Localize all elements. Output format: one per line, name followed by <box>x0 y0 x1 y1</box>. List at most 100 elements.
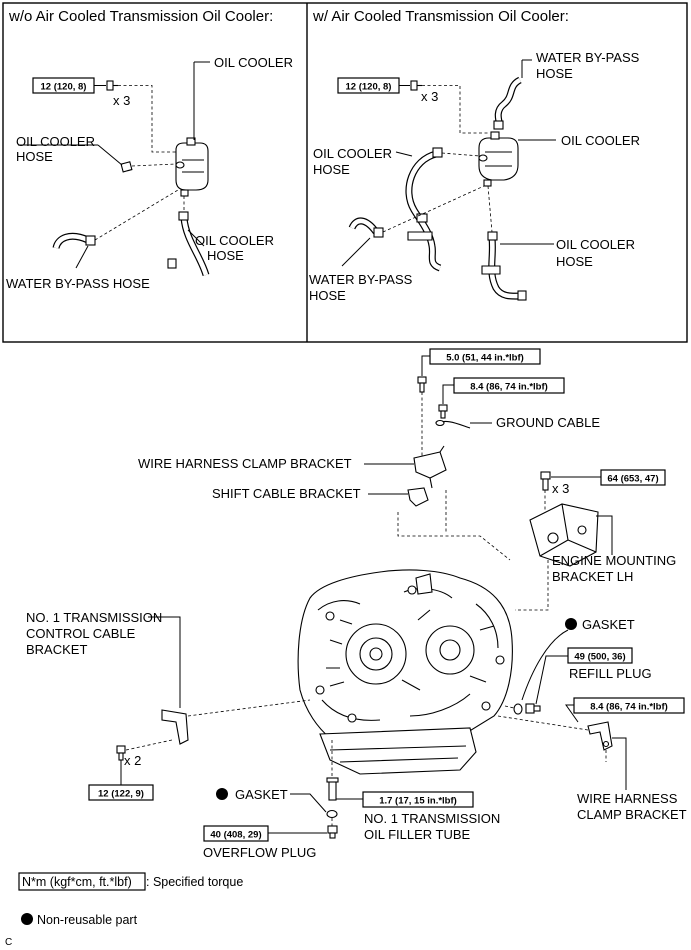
non-reusable-dot <box>565 618 577 630</box>
overflow-plug <box>327 825 338 839</box>
legend-torque-text: : Specified torque <box>146 875 243 889</box>
label-hose-left-a-2: HOSE <box>16 149 53 164</box>
leader <box>290 793 327 813</box>
label-bypass-left: WATER BY-PASS HOSE <box>6 276 150 291</box>
label-mount-2: BRACKET LH <box>552 569 633 584</box>
water-bypass-hose-left <box>52 232 96 250</box>
leader <box>97 144 123 166</box>
label-bypass-right-top-1: WATER BY-PASS <box>536 50 640 65</box>
torque-box-ctrl <box>88 784 154 801</box>
assembly-dash <box>382 185 485 233</box>
legend-torque-units: N*m (kgf*cm, ft.*lbf) <box>22 875 132 889</box>
label-hose-right-a-2: HOSE <box>313 162 350 177</box>
oil-filler-tube <box>326 777 339 801</box>
bolt-icon <box>417 376 427 393</box>
assembly-dash <box>422 85 488 134</box>
label-mount-1: ENGINE MOUNTING <box>552 553 676 568</box>
label-bypass-right-top-2: HOSE <box>536 66 573 81</box>
label-hose-left-b-1: OIL COOLER <box>195 233 274 248</box>
water-bypass-hose-right-bottom <box>348 217 384 238</box>
label-gasket-bottom: GASKET <box>235 787 288 802</box>
bolt-icon <box>438 404 448 419</box>
torque-overflow: 40 (408, 29) <box>210 830 261 841</box>
label-hose-right-a-1: OIL COOLER <box>313 146 392 161</box>
qty-ctrl: x 2 <box>124 753 141 768</box>
label-overflow-plug: OVERFLOW PLUG <box>203 845 316 860</box>
leader <box>521 629 569 701</box>
label-ctrl-1: NO. 1 TRANSMISSION <box>26 610 162 625</box>
label-oil-cooler-right: OIL COOLER <box>561 133 640 148</box>
label-ctrl-3: BRACKET <box>26 642 87 657</box>
transmission-assembly <box>297 569 513 775</box>
control-cable-bracket <box>161 709 189 745</box>
oil-cooler-hose-left-b <box>178 211 210 277</box>
label-hose-left-b-2: HOSE <box>207 248 244 263</box>
oil-cooler-hose-right-b <box>481 231 527 301</box>
non-reusable-dot <box>21 913 33 925</box>
bolt-icon <box>540 471 551 491</box>
assembly-dash <box>131 163 177 167</box>
torque-filler: 1.7 (17, 15 in.*lbf) <box>379 796 457 807</box>
gasket-bottom <box>326 809 338 819</box>
oil-cooler-hose-right-a <box>405 147 443 272</box>
panel-frame <box>2 2 688 343</box>
torque-ground: 8.4 (86, 74 in.*lbf) <box>470 382 548 393</box>
label-gasket-right: GASKET <box>582 617 635 632</box>
water-bypass-hose-right-top <box>493 76 522 130</box>
assembly-dash <box>441 152 481 157</box>
assembly-dash <box>187 699 311 717</box>
label-filler-1: NO. 1 TRANSMISSION <box>364 811 500 826</box>
label-wh-clamp-bracket: WIRE HARNESS CLAMP BRACKET <box>138 456 352 471</box>
ground-cable <box>435 419 471 429</box>
wire-harness-clamp-bracket <box>413 445 447 489</box>
non-reusable-dot <box>216 788 228 800</box>
label-refill-plug: REFILL PLUG <box>569 666 652 681</box>
label-bypass-right-bot-2: HOSE <box>309 288 346 303</box>
qty-right: x 3 <box>421 89 438 104</box>
panel-left-title: w/o Air Cooled Transmission Oil Cooler: <box>8 8 273 25</box>
qty-mount: x 3 <box>552 481 569 496</box>
label-filler-2: OIL FILLER TUBE <box>364 827 471 842</box>
figure-code: C <box>5 937 12 948</box>
assembly-dash <box>125 739 173 751</box>
label-ctrl-2: CONTROL CABLE <box>26 626 136 641</box>
leader <box>421 355 430 376</box>
torque-refill: 49 (500, 36) <box>574 652 625 663</box>
bolt-icon <box>106 80 118 91</box>
gasket-right <box>513 703 523 715</box>
leader <box>612 737 627 790</box>
torque-wh-lower: 8.4 (86, 74 in.*lbf) <box>590 702 668 713</box>
oil-cooler-right <box>478 131 519 187</box>
label-bypass-right-bot-1: WATER BY-PASS <box>309 272 413 287</box>
leader <box>148 616 181 708</box>
oil-cooler-hose-left-a <box>102 159 177 270</box>
label-hose-right-b-1: OIL COOLER <box>556 237 635 252</box>
label-ground-cable: GROUND CABLE <box>496 415 600 430</box>
label-shift-cable-bracket: SHIFT CABLE BRACKET <box>212 486 361 501</box>
assembly-dash <box>515 560 549 611</box>
legend-torque-box <box>18 872 146 891</box>
engine-mounting-bracket <box>529 503 599 567</box>
legend-nonreusable: Non-reusable part <box>37 913 138 927</box>
oil-cooler-left <box>175 137 209 197</box>
shift-cable-bracket <box>407 487 429 507</box>
assembly-dash <box>118 85 178 153</box>
leader <box>442 384 454 404</box>
leader <box>75 245 89 269</box>
leader <box>535 655 568 705</box>
leader <box>341 237 371 267</box>
wire-harness-clamp-bracket-lower <box>587 721 613 751</box>
label-hose-left-a-1: OIL COOLER <box>16 134 95 149</box>
bolt-icon <box>410 80 422 91</box>
assembly-dash <box>504 705 515 709</box>
torque-mount: 64 (653, 47) <box>607 474 658 485</box>
torque-ctrl: 12 (122, 9) <box>98 789 144 800</box>
label-wh-lower-1: WIRE HARNESS <box>577 791 678 806</box>
torque-top: 5.0 (51, 44 in.*lbf) <box>446 353 524 364</box>
panel-right-title: w/ Air Cooled Transmission Oil Cooler: <box>312 8 569 25</box>
label-wh-lower-2: CLAMP BRACKET <box>577 807 687 822</box>
assembly-dash <box>397 490 511 561</box>
qty-left: x 3 <box>113 93 130 108</box>
assembly-dash <box>497 715 589 731</box>
